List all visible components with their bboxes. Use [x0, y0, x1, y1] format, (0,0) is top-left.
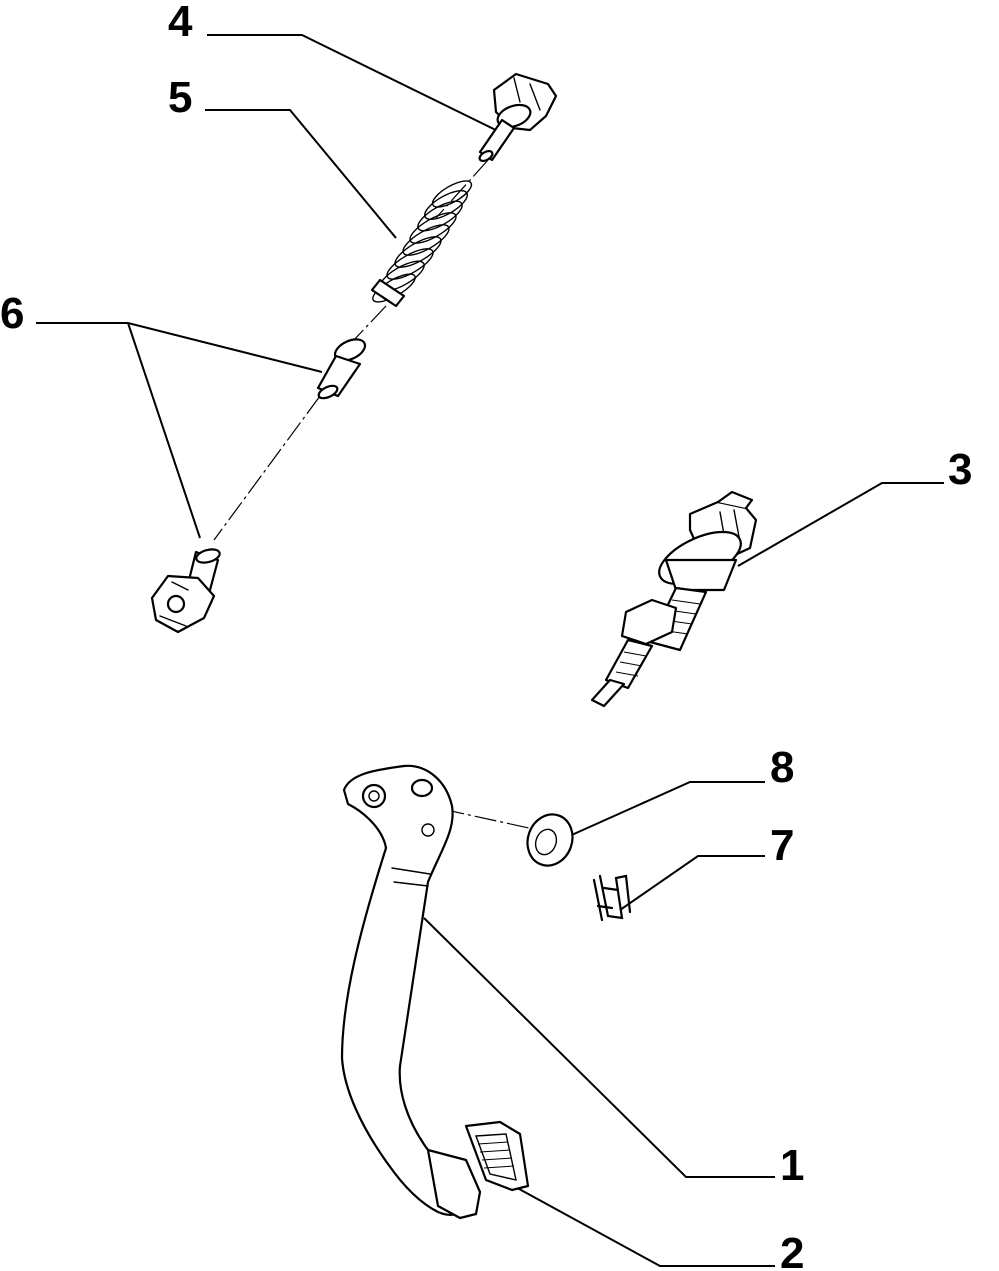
leader-4	[207, 34, 509, 137]
callout-7: 7	[770, 821, 794, 870]
part-3-stop-light-switch	[590, 490, 758, 708]
callout-5: 5	[168, 73, 192, 122]
part-8-washer	[526, 813, 574, 867]
part-5-coil-spring	[370, 180, 473, 308]
callout-1: 1	[780, 1141, 804, 1190]
leader-lines	[36, 34, 944, 1267]
callout-2: 2	[780, 1229, 804, 1271]
leader-2	[509, 1183, 775, 1267]
part-7-spring-clip	[592, 874, 632, 922]
callout-4: 4	[168, 0, 193, 46]
leader-5	[205, 109, 397, 239]
part-4-clevis-pin	[478, 72, 558, 163]
assembly-axes	[213, 159, 539, 831]
leader-8	[555, 781, 765, 843]
leader-7	[619, 855, 765, 911]
part-6-clevis	[150, 548, 221, 634]
leader-6b	[127, 322, 201, 539]
callout-8: 8	[770, 743, 794, 792]
callout-3: 3	[948, 445, 972, 494]
part-1-brake-pedal	[340, 764, 482, 1220]
part-2-pedal-pad	[464, 1120, 530, 1192]
leader-6a	[36, 322, 323, 373]
leader-1	[423, 917, 775, 1178]
leader-3	[737, 482, 944, 567]
part-6-bush	[316, 338, 367, 400]
callout-6: 6	[0, 289, 24, 338]
